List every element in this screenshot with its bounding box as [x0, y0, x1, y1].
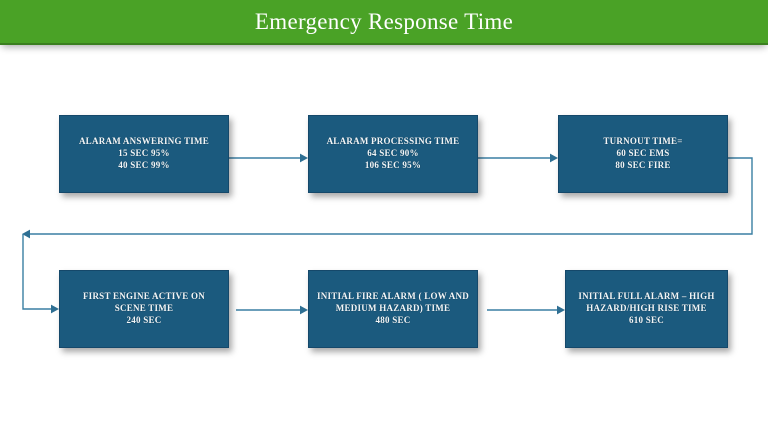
connector-alarm-answering-to-alarm-processing	[229, 153, 308, 163]
connector-alarm-processing-to-turnout	[478, 153, 558, 163]
flowchart-canvas: ALARAM ANSWERING TIME 15 SEC 95% 40 SEC …	[0, 45, 768, 433]
process-box-label: INITIAL FULL ALARM – HIGH HAZARD/HIGH RI…	[578, 291, 715, 325]
process-box-label: INITIAL FIRE ALARM ( LOW AND MEDIUM HAZA…	[316, 291, 470, 325]
process-box-label: ALARAM ANSWERING TIME 15 SEC 95% 40 SEC …	[78, 136, 210, 170]
process-box-initial-full-alarm-time[interactable]: INITIAL FULL ALARM – HIGH HAZARD/HIGH RI…	[565, 270, 728, 348]
process-box-label: TURNOUT TIME= 60 SEC EMS 80 SEC FIRE	[603, 136, 683, 170]
page-title: Emergency Response Time	[254, 9, 514, 34]
process-box-label: ALARAM PROCESSING TIME 64 SEC 90% 106 SE…	[326, 136, 460, 170]
process-box-alarm-processing-time[interactable]: ALARAM PROCESSING TIME 64 SEC 90% 106 SE…	[308, 115, 478, 193]
connector-first-engine-to-initial-fire-alarm	[236, 305, 308, 315]
process-box-initial-fire-alarm-time[interactable]: INITIAL FIRE ALARM ( LOW AND MEDIUM HAZA…	[308, 270, 478, 348]
process-box-first-engine-active-on-scene-time[interactable]: FIRST ENGINE ACTIVE ON SCENE TIME 240 SE…	[59, 270, 229, 348]
connector-initial-fire-alarm-to-initial-full-alarm	[487, 305, 565, 315]
process-box-turnout-time[interactable]: TURNOUT TIME= 60 SEC EMS 80 SEC FIRE	[558, 115, 728, 193]
process-box-label: FIRST ENGINE ACTIVE ON SCENE TIME 240 SE…	[82, 291, 206, 325]
process-box-alarm-answering-time[interactable]: ALARAM ANSWERING TIME 15 SEC 95% 40 SEC …	[59, 115, 229, 193]
title-banner: Emergency Response Time	[0, 0, 768, 45]
